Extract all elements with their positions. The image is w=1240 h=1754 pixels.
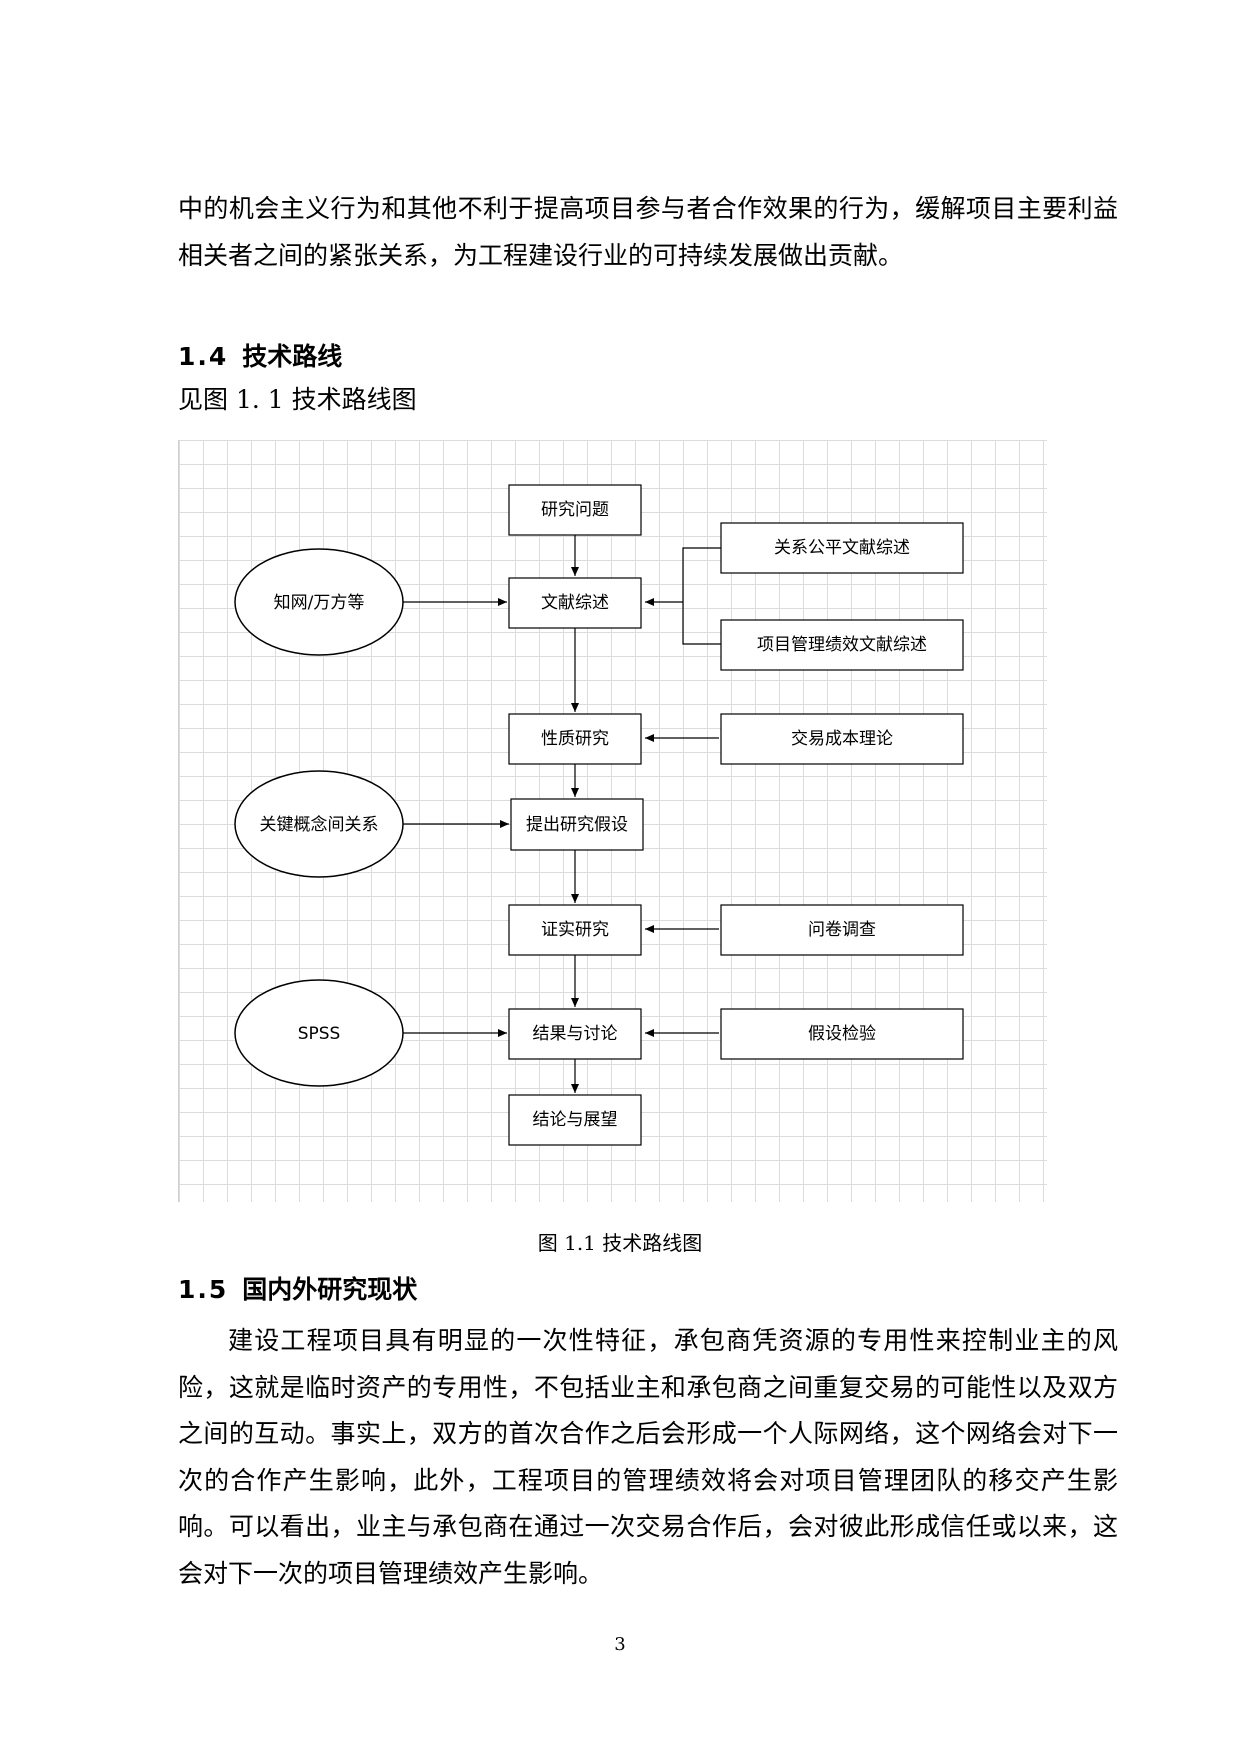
box-empirical-study: 证实研究 — [508, 904, 642, 956]
section-title: 国内外研究现状 — [242, 1275, 418, 1304]
body-paragraph: 建设工程项目具有明显的一次性特征，承包商凭资源的专用性来控制业主的风险，这就是临… — [178, 1326, 1118, 1588]
box-label: 结论与展望 — [533, 1110, 618, 1130]
box-fairness-review: 关系公平文献综述 — [720, 522, 964, 574]
ellipse-label: 知网/万方等 — [274, 593, 365, 613]
box-label: 提出研究假设 — [526, 815, 628, 835]
section-number: 1.5 — [178, 1275, 229, 1304]
box-transaction-cost-theory: 交易成本理论 — [720, 713, 964, 765]
box-label: 研究问题 — [541, 500, 609, 520]
section-heading-1-4: 1.4 技术路线 — [178, 337, 342, 373]
box-label: 交易成本理论 — [791, 729, 893, 749]
box-results-discussion: 结果与讨论 — [508, 1008, 642, 1060]
box-label: 假设检验 — [808, 1024, 876, 1044]
ellipse-label: SPSS — [298, 1024, 341, 1044]
ellipse-label: 关键概念间关系 — [260, 814, 379, 835]
box-label: 关系公平文献综述 — [774, 538, 910, 558]
box-nature-study: 性质研究 — [508, 713, 642, 765]
box-label: 文献综述 — [541, 593, 609, 613]
box-questionnaire: 问卷调查 — [720, 904, 964, 956]
section-number: 1.4 — [178, 342, 229, 371]
box-label: 问卷调查 — [808, 920, 876, 940]
box-label: 结果与讨论 — [533, 1024, 618, 1044]
box-label: 性质研究 — [541, 729, 609, 749]
section-title: 技术路线 — [242, 342, 343, 371]
ellipse-spss: SPSS — [234, 979, 404, 1087]
intro-paragraph: 中的机会主义行为和其他不利于提高项目参与者合作效果的行为，缓解项目主要利益相关者… — [178, 194, 1118, 270]
technical-route-diagram: 研究问题 文献综述 性质研究 提出研究假设 证实研究 结果与讨论 结论与展望 — [178, 440, 1047, 1202]
ellipse-key-concepts: 关键概念间关系 — [234, 770, 404, 878]
section-heading-1-5: 1.5 国内外研究现状 — [178, 1270, 417, 1306]
ellipse-database: 知网/万方等 — [234, 548, 404, 656]
box-propose-hypothesis: 提出研究假设 — [510, 798, 644, 851]
box-label: 证实研究 — [541, 920, 609, 940]
box-conclusion-outlook: 结论与展望 — [508, 1094, 642, 1146]
box-label: 项目管理绩效文献综述 — [757, 635, 927, 655]
box-hypothesis-test: 假设检验 — [720, 1008, 964, 1060]
figure-caption: 图 1.1 技术路线图 — [537, 1231, 703, 1255]
diagram-canvas: 研究问题 文献综述 性质研究 提出研究假设 证实研究 结果与讨论 结论与展望 — [234, 484, 964, 1146]
edge-fairness-bracket — [682, 547, 721, 645]
page-number: 3 — [614, 1634, 626, 1655]
figure-reference: 见图 1. 1 技术路线图 — [178, 385, 417, 414]
box-performance-review: 项目管理绩效文献综述 — [720, 619, 964, 671]
diagram-edges — [403, 535, 721, 1093]
box-research-question: 研究问题 — [508, 484, 642, 536]
box-literature-review: 文献综述 — [508, 577, 642, 629]
